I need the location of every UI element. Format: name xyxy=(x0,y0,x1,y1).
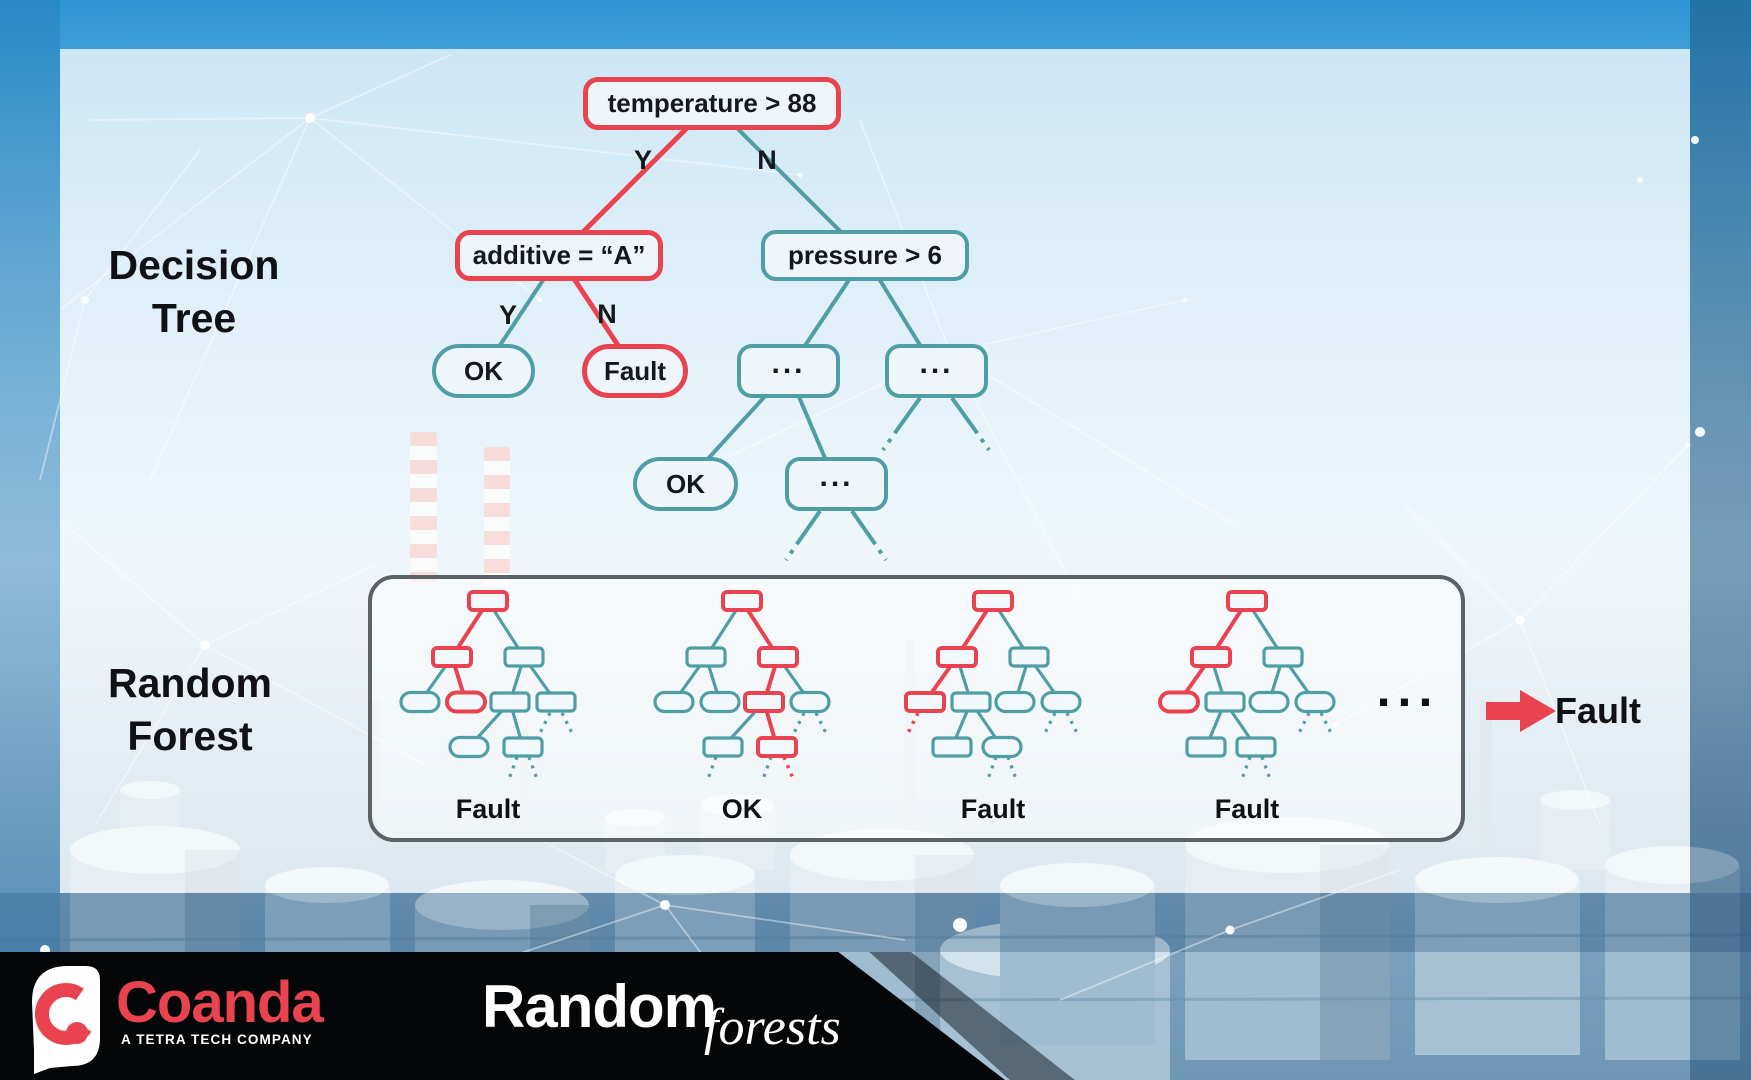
slide-subtitle: forests xyxy=(704,999,841,1056)
leaf-ok: OK xyxy=(432,344,535,398)
brand-name: Coanda xyxy=(116,970,324,1035)
tree-result-1: Fault xyxy=(455,794,521,824)
leaf-fault: Fault xyxy=(582,344,688,398)
random-forest-title-line2: Forest xyxy=(127,713,253,759)
decision-tree-title: Decision Tree xyxy=(89,239,299,345)
branch-label-additive-yes: Y xyxy=(498,299,517,330)
more-trees-ellipsis: ... xyxy=(1376,661,1440,717)
branch-label-root-yes: Y xyxy=(633,144,652,175)
node-ellipsis-bottom: ... xyxy=(785,457,888,511)
decision-tree-title-line2: Tree xyxy=(151,295,237,341)
branch-label-root-no: N xyxy=(757,144,777,175)
leaf-ok-bottom: OK xyxy=(633,457,738,511)
node-ellipsis-left: ... xyxy=(737,344,840,398)
random-forest-title: Random Forest xyxy=(60,657,320,763)
node-pressure: pressure > 6 xyxy=(761,230,969,281)
node-temperature: temperature > 88 xyxy=(583,77,841,130)
node-ellipsis-right: ... xyxy=(885,344,988,398)
forest-tree-4 xyxy=(1158,590,1336,780)
tree-result-2: OK xyxy=(721,794,763,824)
slide-title: Random xyxy=(482,973,717,1040)
random-forest-title-line1: Random xyxy=(108,660,272,706)
forest-result-label: Fault xyxy=(1555,690,1641,731)
forest-tree-3 xyxy=(904,590,1082,780)
tree-result-3: Fault xyxy=(960,794,1026,824)
node-additive: additive = “A” xyxy=(455,230,663,281)
tree-result-4: Fault xyxy=(1214,794,1280,824)
result-arrow-icon xyxy=(1486,690,1556,732)
forest-tree-2 xyxy=(653,590,831,782)
forest-tree-1 xyxy=(399,590,577,780)
footer-bar xyxy=(0,952,1005,1080)
brand-tagline: A TETRA TECH COMPANY xyxy=(121,1032,313,1047)
decision-tree-title-line1: Decision xyxy=(108,242,280,288)
coanda-logo-icon xyxy=(32,966,100,1074)
branch-label-additive-no: N xyxy=(597,298,617,329)
